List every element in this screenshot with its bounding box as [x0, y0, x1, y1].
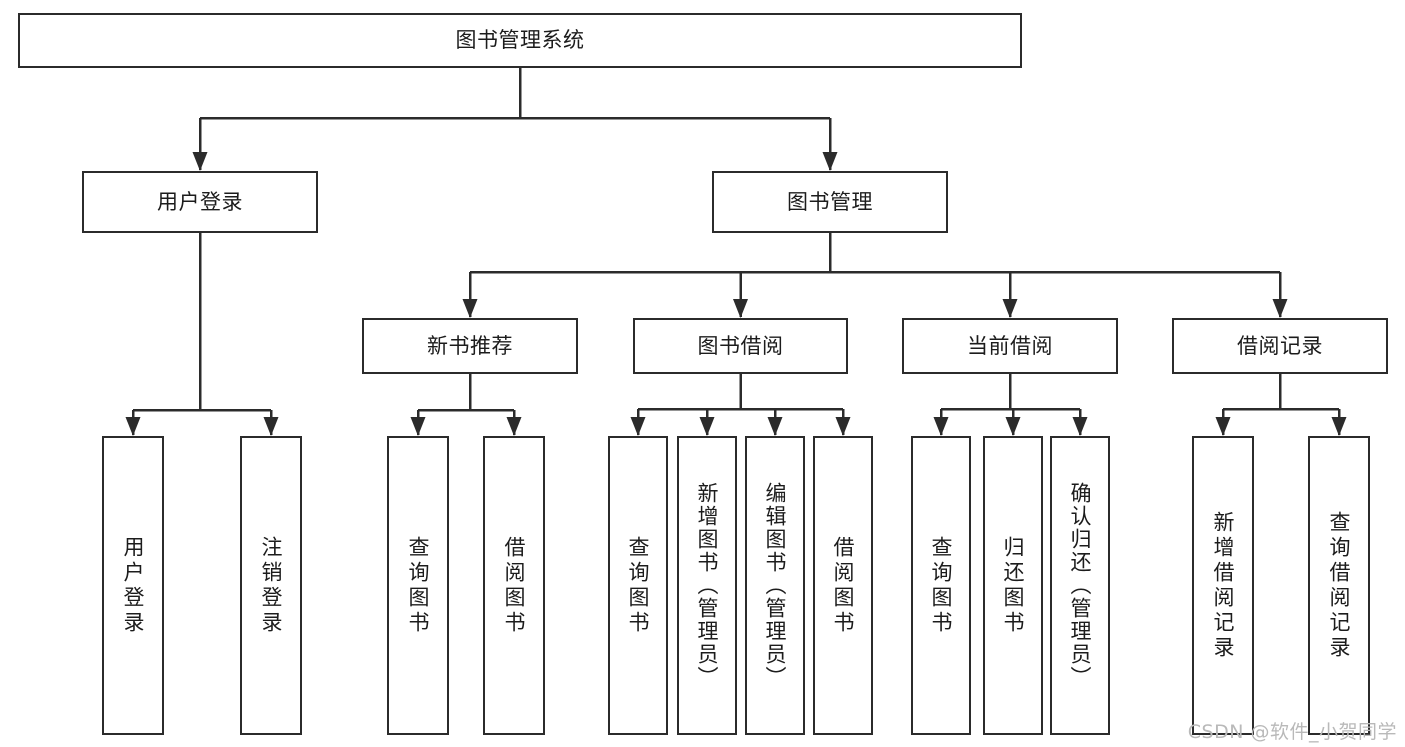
node-label-leaf-logout-login: 注销登录 — [259, 535, 284, 636]
node-borrow-record[interactable]: 借阅记录 — [1172, 318, 1388, 374]
node-leaf-borrow-book-2[interactable]: 借阅图书 — [813, 436, 873, 735]
node-label-leaf-query-book-3: 查询图书 — [929, 535, 954, 636]
node-label-leaf-borrow-book-1: 借阅图书 — [502, 535, 527, 636]
node-leaf-user-login[interactable]: 用户登录 — [102, 436, 164, 735]
node-label-leaf-query-book-1: 查询图书 — [406, 535, 431, 636]
node-leaf-borrow-book-1[interactable]: 借阅图书 — [483, 436, 545, 735]
node-book-manage[interactable]: 图书管理 — [712, 171, 948, 233]
node-leaf-logout-login[interactable]: 注销登录 — [240, 436, 302, 735]
node-label-borrow-record: 借阅记录 — [1237, 333, 1323, 358]
node-leaf-confirm-return-admin[interactable]: 确认归还（管理员） — [1050, 436, 1110, 735]
node-label-leaf-confirm-return-admin: 确认归还（管理员） — [1068, 482, 1093, 689]
node-label-leaf-query-book-2: 查询图书 — [626, 535, 651, 636]
node-label-leaf-user-login: 用户登录 — [121, 535, 146, 636]
node-leaf-add-borrow-record[interactable]: 新增借阅记录 — [1192, 436, 1254, 735]
node-new-book-rec[interactable]: 新书推荐 — [362, 318, 578, 374]
node-label-root: 图书管理系统 — [455, 28, 585, 53]
node-book-borrow[interactable]: 图书借阅 — [633, 318, 848, 374]
node-leaf-edit-book-admin[interactable]: 编辑图书（管理员） — [745, 436, 805, 735]
node-user-login[interactable]: 用户登录 — [82, 171, 318, 233]
node-leaf-add-book-admin[interactable]: 新增图书（管理员） — [677, 436, 737, 735]
node-leaf-return-book[interactable]: 归还图书 — [983, 436, 1043, 735]
node-leaf-query-borrow-record[interactable]: 查询借阅记录 — [1308, 436, 1370, 735]
node-label-user-login: 用户登录 — [157, 189, 243, 214]
node-label-leaf-add-book-admin: 新增图书（管理员） — [695, 482, 720, 689]
node-label-leaf-return-book: 归还图书 — [1001, 535, 1026, 636]
node-label-leaf-query-borrow-record: 查询借阅记录 — [1327, 510, 1352, 661]
node-current-borrow[interactable]: 当前借阅 — [902, 318, 1118, 374]
node-label-leaf-borrow-book-2: 借阅图书 — [831, 535, 856, 636]
node-leaf-query-book-1[interactable]: 查询图书 — [387, 436, 449, 735]
node-label-new-book-rec: 新书推荐 — [427, 333, 513, 358]
node-leaf-query-book-3[interactable]: 查询图书 — [911, 436, 971, 735]
node-label-current-borrow: 当前借阅 — [967, 333, 1053, 358]
node-label-leaf-add-borrow-record: 新增借阅记录 — [1211, 510, 1236, 661]
node-label-book-borrow: 图书借阅 — [697, 333, 784, 358]
node-label-book-manage: 图书管理 — [787, 189, 873, 214]
node-leaf-query-book-2[interactable]: 查询图书 — [608, 436, 668, 735]
node-label-leaf-edit-book-admin: 编辑图书（管理员） — [763, 482, 788, 689]
node-root[interactable]: 图书管理系统 — [18, 13, 1022, 68]
